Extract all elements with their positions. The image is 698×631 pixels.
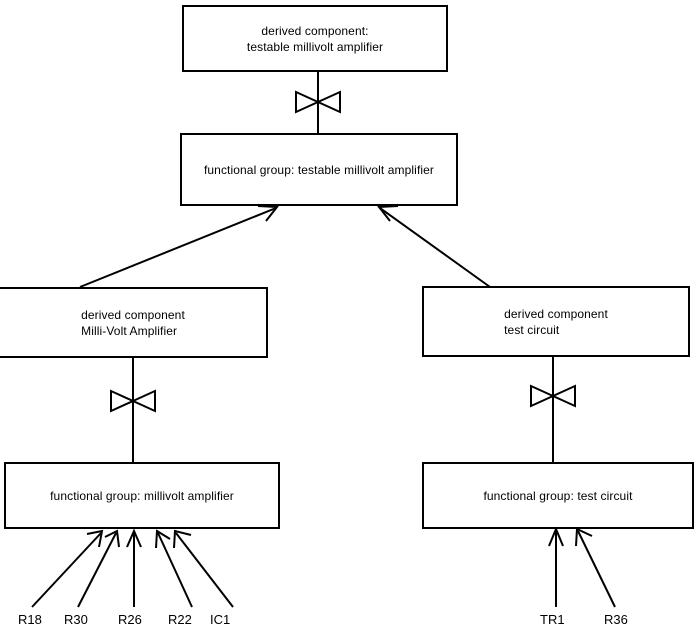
node-right-derived-component-line1: derived component [504,306,608,321]
link-right-derived-to-right-functional [530,357,576,462]
node-top-functional-group-text: functional group: testable millivolt amp… [204,162,434,178]
leaf-label-tr1: TR1 [540,612,565,627]
arrow-left-derived-to-top-functional [79,205,279,288]
leaf-label-r26: R26 [118,612,142,627]
node-right-functional-group[interactable]: functional group: test circuit [422,462,694,529]
node-top-derived-component[interactable]: derived component:testable millivolt amp… [182,5,448,72]
node-top-functional-group[interactable]: functional group: testable millivolt amp… [180,133,458,206]
arrow-leaf-r22 [155,529,193,608]
node-right-functional-group-text: functional group: test circuit [483,488,632,504]
node-right-derived-component-line2: test circuit [504,322,560,337]
node-top-derived-component-text: derived component:testable millivolt amp… [247,23,383,55]
bowtie-icon-left [110,389,156,413]
bowtie-icon-top [295,90,341,114]
node-top-derived-component-line2: testable millivolt amplifier [246,39,384,54]
arrow-leaf-r30 [77,529,120,608]
arrow-leaf-tr1 [548,526,564,607]
leaf-label-r22: R22 [168,612,192,627]
link-top-derived-to-top-functional [295,72,341,133]
arrow-leaf-r26 [126,528,142,607]
node-top-derived-component-line1: derived component: [261,23,369,38]
leaf-label-ic1: IC1 [210,612,231,627]
leaf-label-r30: R30 [64,612,88,627]
arrow-leaf-r18 [31,529,104,608]
leaf-label-r36: R36 [604,612,628,627]
node-left-functional-group-text: functional group: millivolt amplifier [50,488,234,504]
node-left-derived-component-line1: derived component [81,307,185,322]
node-right-functional-group-line1: functional group: test circuit [483,488,633,503]
arrow-leaf-ic1 [173,529,234,608]
node-left-derived-component-line2: Milli-Volt Amplifier [81,323,178,338]
leaf-label-r18: R18 [18,612,42,627]
node-left-functional-group[interactable]: functional group: millivolt amplifier [4,462,280,529]
arrow-right-derived-to-top-functional [377,205,491,288]
link-left-derived-to-left-functional [110,358,156,462]
arrow-leaf-r36 [575,527,616,608]
node-top-functional-group-line1: functional group: testable millivolt amp… [203,162,435,177]
node-left-functional-group-line1: functional group: millivolt amplifier [50,488,234,503]
bowtie-icon-right [530,384,576,408]
